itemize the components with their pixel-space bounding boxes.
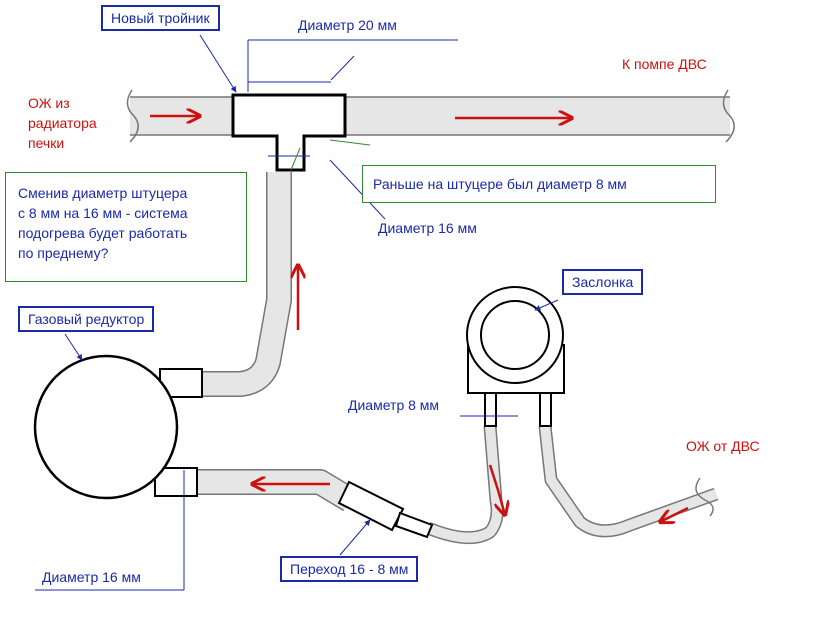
to-pump-label: К помпе ДВС	[622, 56, 707, 72]
diameter-16-bottom-label: Диаметр 16 мм	[42, 569, 141, 585]
diameter-20-label: Диаметр 20 мм	[298, 17, 397, 33]
gas-reducer	[33, 354, 203, 500]
tee-fitting	[231, 93, 347, 172]
coolant-from-heater-line-1: ОЖ из	[28, 95, 70, 111]
was-8mm-text: Раньше на штуцере был диаметр 8 мм	[373, 176, 627, 192]
main-pipe	[126, 89, 735, 143]
question-note-line-2: с 8 мм на 16 мм - система	[18, 205, 188, 221]
diameter-16-top-label: Диаметр 16 мм	[378, 220, 477, 236]
question-note-line-4: по преднему?	[18, 245, 109, 261]
coolant-from-heater-label: ОЖ из радиатора печки	[28, 93, 97, 153]
question-note-line-1: Сменив диаметр штуцера	[18, 185, 188, 201]
question-note: Сменив диаметр штуцера с 8 мм на 16 мм -…	[5, 172, 247, 282]
adapter-label: Переход 16 - 8 мм	[280, 556, 419, 582]
gas-reducer-label: Газовый редуктор	[18, 306, 155, 332]
adapter-fitting	[337, 480, 434, 539]
question-note-line-3: подогрева будет работать	[18, 225, 188, 241]
coolant-from-heater-line-2: радиатора	[28, 115, 97, 131]
damper	[466, 286, 565, 427]
was-8mm-note: Раньше на штуцере был диаметр 8 мм	[362, 165, 716, 203]
pipe-engine-to-damper	[538, 425, 719, 538]
flow-arrows	[150, 116, 689, 522]
pipe-tee-to-reducer	[200, 172, 292, 397]
pipe-reducer-to-adapter	[195, 469, 357, 512]
damper-label: Заслонка	[562, 269, 644, 295]
coolant-from-heater-line-3: печки	[28, 135, 65, 151]
pipe-adapter-to-damper	[425, 425, 504, 545]
diameter-8-label: Диаметр 8 мм	[348, 397, 440, 413]
coolant-from-engine-label: ОЖ от ДВС	[686, 438, 760, 454]
new-tee-label: Новый тройник	[101, 5, 220, 31]
callout-lines	[35, 34, 559, 591]
